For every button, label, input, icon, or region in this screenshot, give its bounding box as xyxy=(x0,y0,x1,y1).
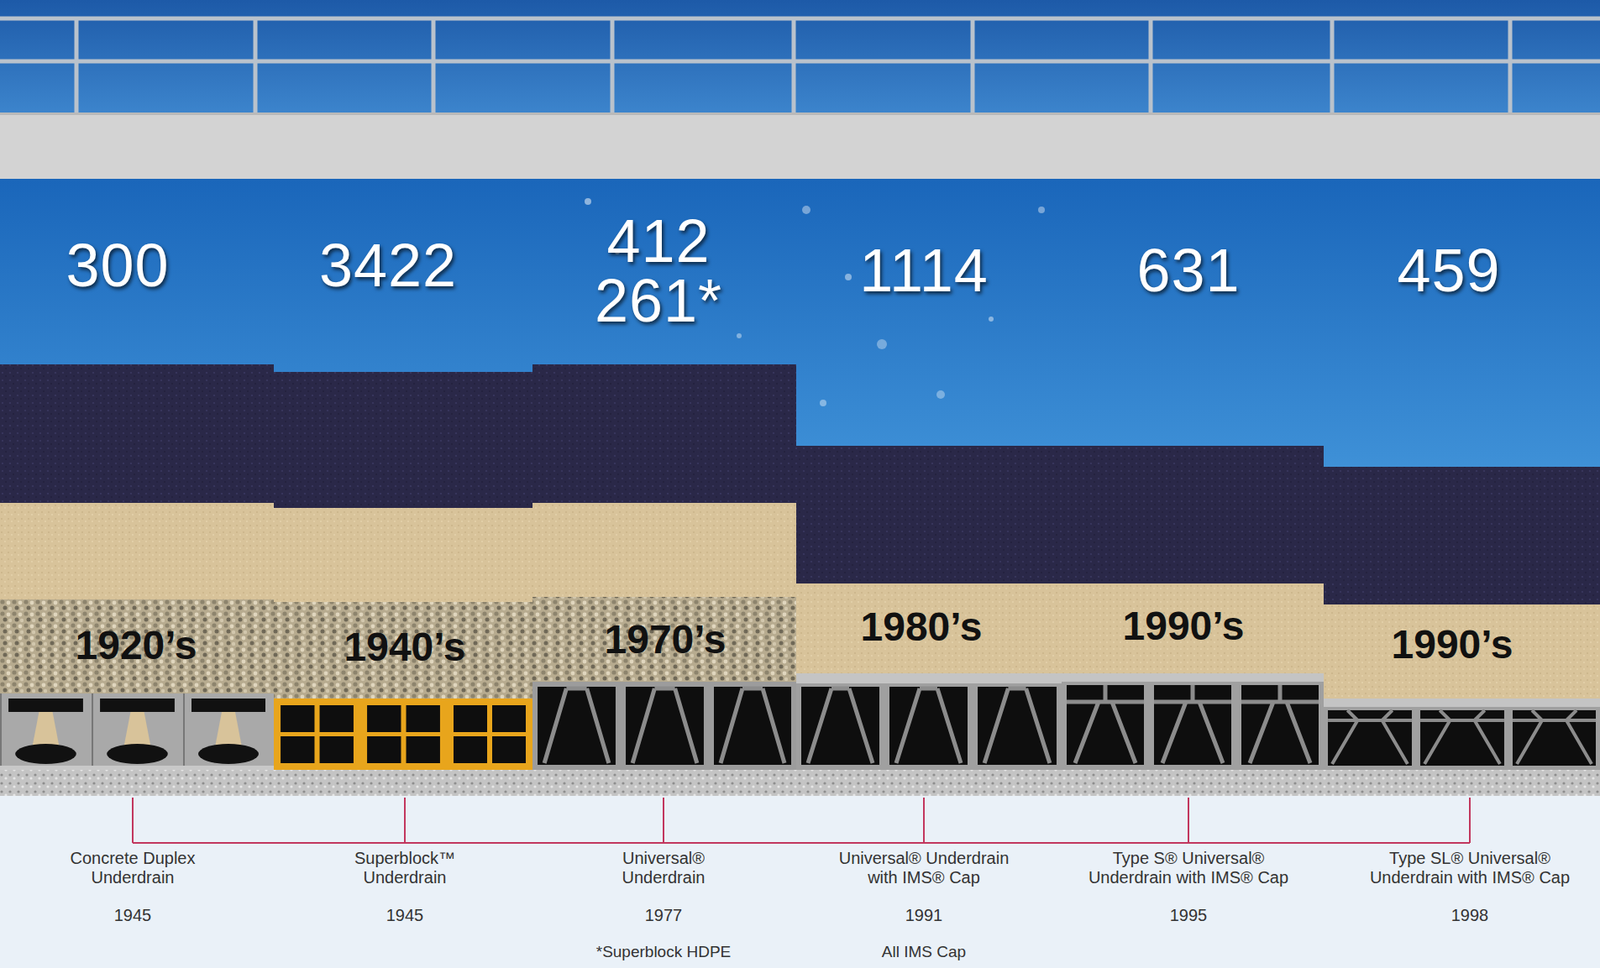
decade-label: 1940’s xyxy=(343,627,466,668)
railing-post xyxy=(1148,18,1154,113)
superblock-block xyxy=(446,698,533,771)
type-sl-block xyxy=(1323,698,1417,771)
underdrain-caption: 1945 xyxy=(386,906,425,926)
railing xyxy=(0,18,1600,113)
duplex-block xyxy=(0,693,92,771)
filter-rate-number: 631 xyxy=(1136,240,1240,301)
walkway-edge xyxy=(0,112,1600,116)
bubble xyxy=(988,316,994,322)
railing-post xyxy=(792,18,797,113)
anthracite-layer xyxy=(532,364,797,504)
type-sl-block xyxy=(1416,698,1509,771)
underdrain-caption: 1995 xyxy=(1169,906,1208,926)
universal-block xyxy=(620,681,709,771)
ims-block xyxy=(884,673,973,771)
underdrain-caption: Superblock™ Underdrain xyxy=(337,849,473,888)
railing-post xyxy=(1330,18,1335,113)
railing-post xyxy=(74,18,79,113)
bubble xyxy=(844,273,852,281)
decade-label: 1920’s xyxy=(74,625,197,667)
timeline-line xyxy=(132,842,1470,845)
bubble xyxy=(802,205,811,215)
decade-label: 1980’s xyxy=(860,607,982,648)
underdrain-caption: 1998 xyxy=(1451,906,1490,926)
type-sl-block xyxy=(1508,698,1600,771)
timeline-tick xyxy=(923,797,925,844)
filter-rate-number: 3422 xyxy=(319,235,457,296)
filter-rate-number: 261* xyxy=(594,270,723,331)
railing-rail xyxy=(0,59,1600,64)
anthracite-layer xyxy=(1323,466,1600,605)
bubble xyxy=(736,333,742,339)
anthracite-layer xyxy=(796,445,1324,584)
sand-layer xyxy=(1323,604,1600,699)
underdrain-caption: 1945 xyxy=(114,906,153,926)
superblock-block xyxy=(273,698,361,771)
filter-rate-number: 412 xyxy=(606,210,710,272)
underdrain-note: All IMS Cap xyxy=(881,943,966,962)
railing-rail xyxy=(0,16,1600,21)
ims-block xyxy=(972,673,1062,771)
bubble xyxy=(819,399,827,407)
bubble xyxy=(936,390,945,399)
underdrain-caption: 1991 xyxy=(905,906,944,926)
timeline-tick xyxy=(662,797,665,844)
underdrain-caption: Concrete Duplex Underdrain xyxy=(57,849,209,888)
decade-label: 1990’s xyxy=(1122,606,1244,647)
base-gravel xyxy=(0,770,1600,797)
walkway-band xyxy=(0,112,1600,179)
timeline-tick xyxy=(1187,797,1190,844)
bubble xyxy=(1038,206,1045,214)
railing-post xyxy=(610,18,615,113)
sand-layer xyxy=(273,508,533,603)
timeline-tick xyxy=(131,797,134,844)
gravel-layer xyxy=(532,597,797,682)
sand-layer xyxy=(796,583,1324,674)
decade-label: 1990’s xyxy=(1390,624,1513,666)
duplex-block xyxy=(91,693,184,771)
anthracite-layer xyxy=(0,364,274,504)
sand-layer xyxy=(532,503,797,598)
filter-rate-number: 1114 xyxy=(859,240,988,301)
timeline-tick xyxy=(403,797,406,844)
underdrain-caption: 1977 xyxy=(645,906,683,926)
sky-band xyxy=(0,0,1600,113)
railing-post xyxy=(970,18,976,113)
underdrain-caption: Universal® Underdrain xyxy=(596,849,731,888)
type-s-block xyxy=(1061,673,1149,771)
bubble xyxy=(584,198,592,205)
underdrain-caption: Type SL® Universal® Underdrain with IMS®… xyxy=(1356,849,1584,888)
railing-post xyxy=(431,18,436,113)
underdrain-note: *Superblock HDPE xyxy=(596,943,732,962)
bubble xyxy=(876,339,887,350)
railing-post xyxy=(1508,18,1513,113)
timeline-tick xyxy=(1468,797,1471,844)
water-body xyxy=(0,178,1600,797)
type-s-block xyxy=(1148,673,1237,771)
timeline xyxy=(132,797,1470,844)
anthracite-layer xyxy=(273,372,533,509)
underdrain-caption: Universal® Underdrain with IMS® Cap xyxy=(827,849,1021,888)
type-s-block xyxy=(1236,673,1324,771)
filter-rate-number: 300 xyxy=(65,235,169,296)
universal-block xyxy=(532,681,621,771)
universal-block xyxy=(708,681,797,771)
gravel-layer xyxy=(273,602,533,699)
caption-ground xyxy=(0,796,1600,968)
railing-post xyxy=(253,18,258,113)
underdrain-caption: Type S® Universal® Underdrain with IMS® … xyxy=(1079,849,1298,888)
gravel-layer xyxy=(0,599,274,694)
ims-block xyxy=(796,673,885,771)
superblock-block xyxy=(360,698,447,771)
duplex-block xyxy=(183,693,274,771)
filter-rate-number: 459 xyxy=(1396,240,1501,301)
sand-layer xyxy=(0,503,274,600)
decade-label: 1970’s xyxy=(603,619,726,661)
